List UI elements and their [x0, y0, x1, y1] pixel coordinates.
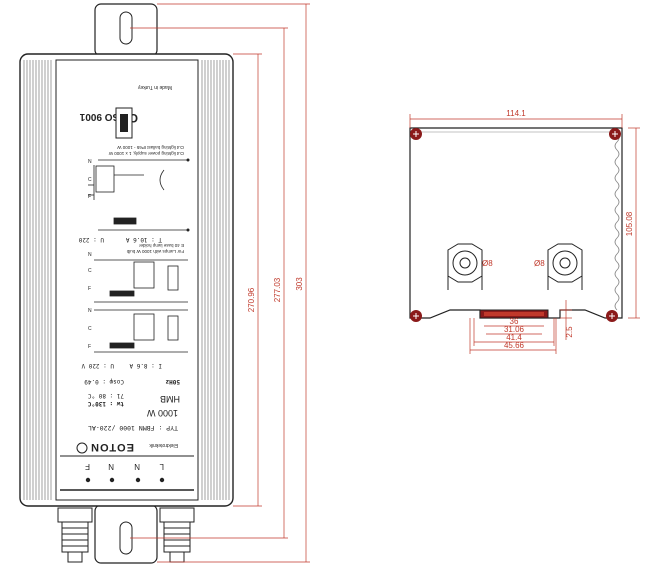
- dim-slot-4566: 45.66: [504, 341, 525, 350]
- terminal-label: N: [108, 462, 114, 471]
- cable-gland-left: [57, 507, 93, 563]
- dim-slot-414: 41.4: [506, 333, 522, 342]
- cooling-fins-left: [23, 60, 52, 500]
- terminal-screw: [135, 477, 141, 483]
- side-dimensions: [409, 114, 640, 354]
- brand-logo-text: EOTON: [90, 441, 134, 453]
- iso-text: ISO 9001: [79, 111, 122, 122]
- circuit-diagram-2: [94, 259, 188, 303]
- rating-i2: I : 8.6 A: [129, 362, 162, 369]
- wire-label-n: N: [88, 252, 92, 258]
- wire-label-c: C: [88, 268, 92, 274]
- terminal-screw: [85, 477, 91, 483]
- dim-slot-25: 2.5: [565, 326, 574, 338]
- wire-label-c: C: [88, 177, 92, 183]
- wire-label-n: N: [88, 308, 92, 314]
- ip-rating: 71 : 80 °C: [87, 392, 124, 399]
- circuit-diagram-1: [88, 159, 188, 231]
- terminal-block: F N N L: [85, 462, 165, 483]
- corner-screw: [606, 310, 618, 322]
- dim-270-96: 270.96: [247, 287, 256, 312]
- dim-303: 303: [295, 277, 304, 291]
- terminal-screw: [159, 477, 165, 483]
- rating-t: T : 10.6 A: [125, 236, 162, 243]
- hole-dim-left: Ø8: [482, 259, 493, 268]
- made-in-text: Made in Turkey: [137, 84, 172, 90]
- brand-sub: Elektroteknik: [149, 442, 178, 448]
- dim-width: 114.1: [506, 109, 526, 118]
- note-mid-1: For Lamps with 1000 W bulb: [126, 249, 184, 254]
- cooling-fins-right: [201, 60, 230, 500]
- rating-u2: U : 220 V: [81, 362, 114, 369]
- power-rating: 1000 W: [146, 408, 178, 418]
- temp-rating: tw : 130°C: [87, 400, 124, 407]
- note-mid-2: E 40 base lamp holder: [138, 243, 184, 248]
- note-top-2: Cut lighting ballast IP65 - 1000 W: [116, 145, 184, 150]
- corner-screw: [410, 128, 422, 140]
- side-view: Ø8 Ø8 114.1 105.08 36 31.06: [409, 109, 640, 354]
- circuit-diagram-3: [94, 309, 188, 353]
- wire-label-f: F: [88, 194, 91, 200]
- dim-height: 105.08: [625, 211, 634, 236]
- front-dimensions: [130, 3, 310, 563]
- wire-dot: [186, 228, 190, 232]
- wire-label-f: F: [88, 344, 91, 350]
- dim-slot-36: 36: [510, 317, 519, 326]
- terminal-label: F: [85, 462, 90, 471]
- cos-phi: Cosφ : 0.49: [84, 378, 124, 385]
- brand-logo-icon: [76, 442, 88, 454]
- frequency: 50Hz: [165, 378, 180, 385]
- wire-label-n: N: [88, 159, 92, 165]
- note-top-1: Cut lighting power supply, 1 x 1000 W: [108, 151, 184, 156]
- hole-dim-right: Ø8: [534, 259, 545, 268]
- gland-left: [447, 243, 483, 290]
- corner-screw: [410, 310, 422, 322]
- type-text: TYP : FBMN 1000 /220-AL: [88, 424, 178, 432]
- front-view: Made in Turkey ISO 9001 CE Cut lighting …: [19, 3, 310, 564]
- gland-right: [547, 243, 583, 290]
- wire-dot: [186, 158, 190, 162]
- dim-slot-3106: 31.06: [504, 325, 525, 334]
- terminal-label: N: [134, 462, 140, 471]
- model-name: HMB: [160, 394, 180, 404]
- dim-277-03: 277.03: [273, 277, 282, 302]
- cable-gland-right: [159, 507, 195, 563]
- profile-outline: [409, 127, 623, 319]
- terminal-screw: [109, 477, 115, 483]
- terminal-label: L: [159, 462, 164, 471]
- wire-label-c: C: [88, 326, 92, 332]
- wire-label-f: F: [88, 286, 91, 292]
- rating-u: U : 220: [78, 236, 104, 243]
- fin-edge: [614, 133, 620, 311]
- corner-screw: [609, 128, 621, 140]
- label-content: Made in Turkey ISO 9001 CE Cut lighting …: [60, 84, 194, 491]
